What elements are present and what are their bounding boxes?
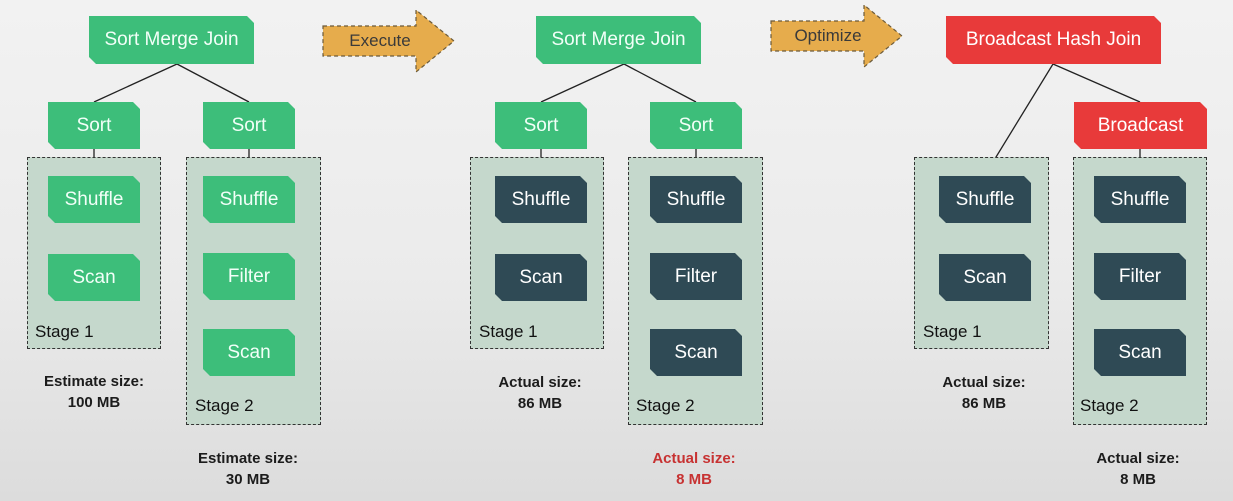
size-label: Actual size:: [1096, 450, 1180, 467]
stage-1-size: Actual size: 86 MB: [470, 372, 610, 414]
stage-1-label: Stage 1: [479, 322, 538, 341]
stage-2-size: Estimate size: 30 MB: [178, 448, 318, 490]
sort-node-left: Sort: [48, 102, 140, 149]
scan-node: Scan: [939, 254, 1031, 301]
size-label: Estimate size:: [43, 373, 145, 390]
stage-2-label: Stage 2: [195, 396, 254, 415]
scan-node: Scan: [203, 329, 295, 376]
sort-merge-join-node: Sort Merge Join: [536, 16, 701, 64]
shuffle-node: Shuffle: [1094, 176, 1186, 223]
stage-2-size: Actual size: 8 MB: [1068, 448, 1208, 490]
size-value: 100 MB: [67, 394, 121, 411]
sort-node-right: Sort: [650, 102, 742, 149]
size-value: 86 MB: [517, 395, 563, 412]
size-label: Actual size:: [652, 450, 736, 467]
stage-1-size: Estimate size: 100 MB: [24, 371, 164, 413]
scan-node: Scan: [1094, 329, 1186, 376]
shuffle-node: Shuffle: [495, 176, 587, 223]
sort-node-right: Sort: [203, 102, 295, 149]
size-value: 8 MB: [1120, 471, 1156, 488]
broadcast-hash-join-node: Broadcast Hash Join: [946, 16, 1161, 64]
shuffle-node: Shuffle: [48, 176, 140, 223]
scan-node: Scan: [48, 254, 140, 301]
filter-node: Filter: [203, 253, 295, 300]
size-label: Actual size:: [498, 374, 582, 391]
size-value: 86 MB: [961, 395, 1007, 412]
optimize-arrow-icon: [770, 3, 903, 69]
shuffle-node: Shuffle: [203, 176, 295, 223]
execute-label: Execute: [349, 31, 411, 50]
shuffle-node: Shuffle: [939, 176, 1031, 223]
sort-node-left: Sort: [495, 102, 587, 149]
shuffle-node: Shuffle: [650, 176, 742, 223]
optimize-label: Optimize: [794, 26, 862, 45]
stage-1-label: Stage 1: [35, 322, 94, 341]
stage-1-size: Actual size: 86 MB: [914, 372, 1054, 414]
scan-node: Scan: [495, 254, 587, 301]
filter-node: Filter: [1094, 253, 1186, 300]
size-value: 8 MB: [676, 471, 712, 488]
sort-merge-join-node: Sort Merge Join: [89, 16, 254, 64]
stage-2-size: Actual size: 8 MB: [624, 448, 764, 490]
execute-arrow-icon: [322, 8, 455, 74]
size-label: Estimate size:: [197, 450, 299, 467]
scan-node: Scan: [650, 329, 742, 376]
stage-2-label: Stage 2: [1080, 396, 1139, 415]
broadcast-node: Broadcast: [1074, 102, 1207, 149]
filter-node: Filter: [650, 253, 742, 300]
size-value: 30 MB: [225, 471, 271, 488]
stage-2-label: Stage 2: [636, 396, 695, 415]
size-label: Actual size:: [942, 374, 1026, 391]
stage-1-label: Stage 1: [923, 322, 982, 341]
